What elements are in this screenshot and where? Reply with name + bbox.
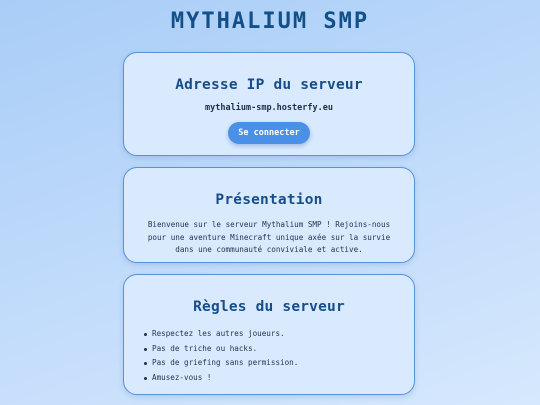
rules-list: Respectez les autres joueurs. Pas de tri… <box>144 327 414 385</box>
connect-button[interactable]: Se connecter <box>228 122 310 144</box>
rules-card: Règles du serveur Respectez les autres j… <box>123 274 415 395</box>
presentation-heading: Présentation <box>215 192 323 208</box>
rule-text: Pas de triche ou hacks. <box>152 343 258 353</box>
rule-item: Pas de griefing sans permission. <box>144 356 414 371</box>
page-title: MYTHALIUM SMP <box>170 9 370 34</box>
server-ip-address: mythalium-smp.hosterfy.eu <box>205 103 333 113</box>
bullet-icon <box>144 362 147 365</box>
server-ip-heading: Adresse IP du serveur <box>175 77 363 93</box>
rule-text: Pas de griefing sans permission. <box>152 358 299 367</box>
rules-heading: Règles du serveur <box>193 299 345 315</box>
rule-item: Amusez-vous ! <box>144 371 414 386</box>
rule-item: Pas de triche ou hacks. <box>144 342 414 357</box>
rule-text: Amusez-vous ! <box>152 372 212 382</box>
server-ip-card: Adresse IP du serveur mythalium-smp.host… <box>123 52 415 156</box>
rule-item: Respectez les autres joueurs. <box>144 327 414 342</box>
presentation-text: Bienvenue sur le serveur Mythalium SMP !… <box>147 220 391 254</box>
bullet-icon <box>144 347 147 351</box>
bullet-icon <box>144 333 147 336</box>
rule-text: Respectez les autres joueurs. <box>152 329 285 338</box>
bullet-icon <box>144 376 147 380</box>
presentation-card: Présentation Bienvenue sur le serveur My… <box>123 167 415 263</box>
